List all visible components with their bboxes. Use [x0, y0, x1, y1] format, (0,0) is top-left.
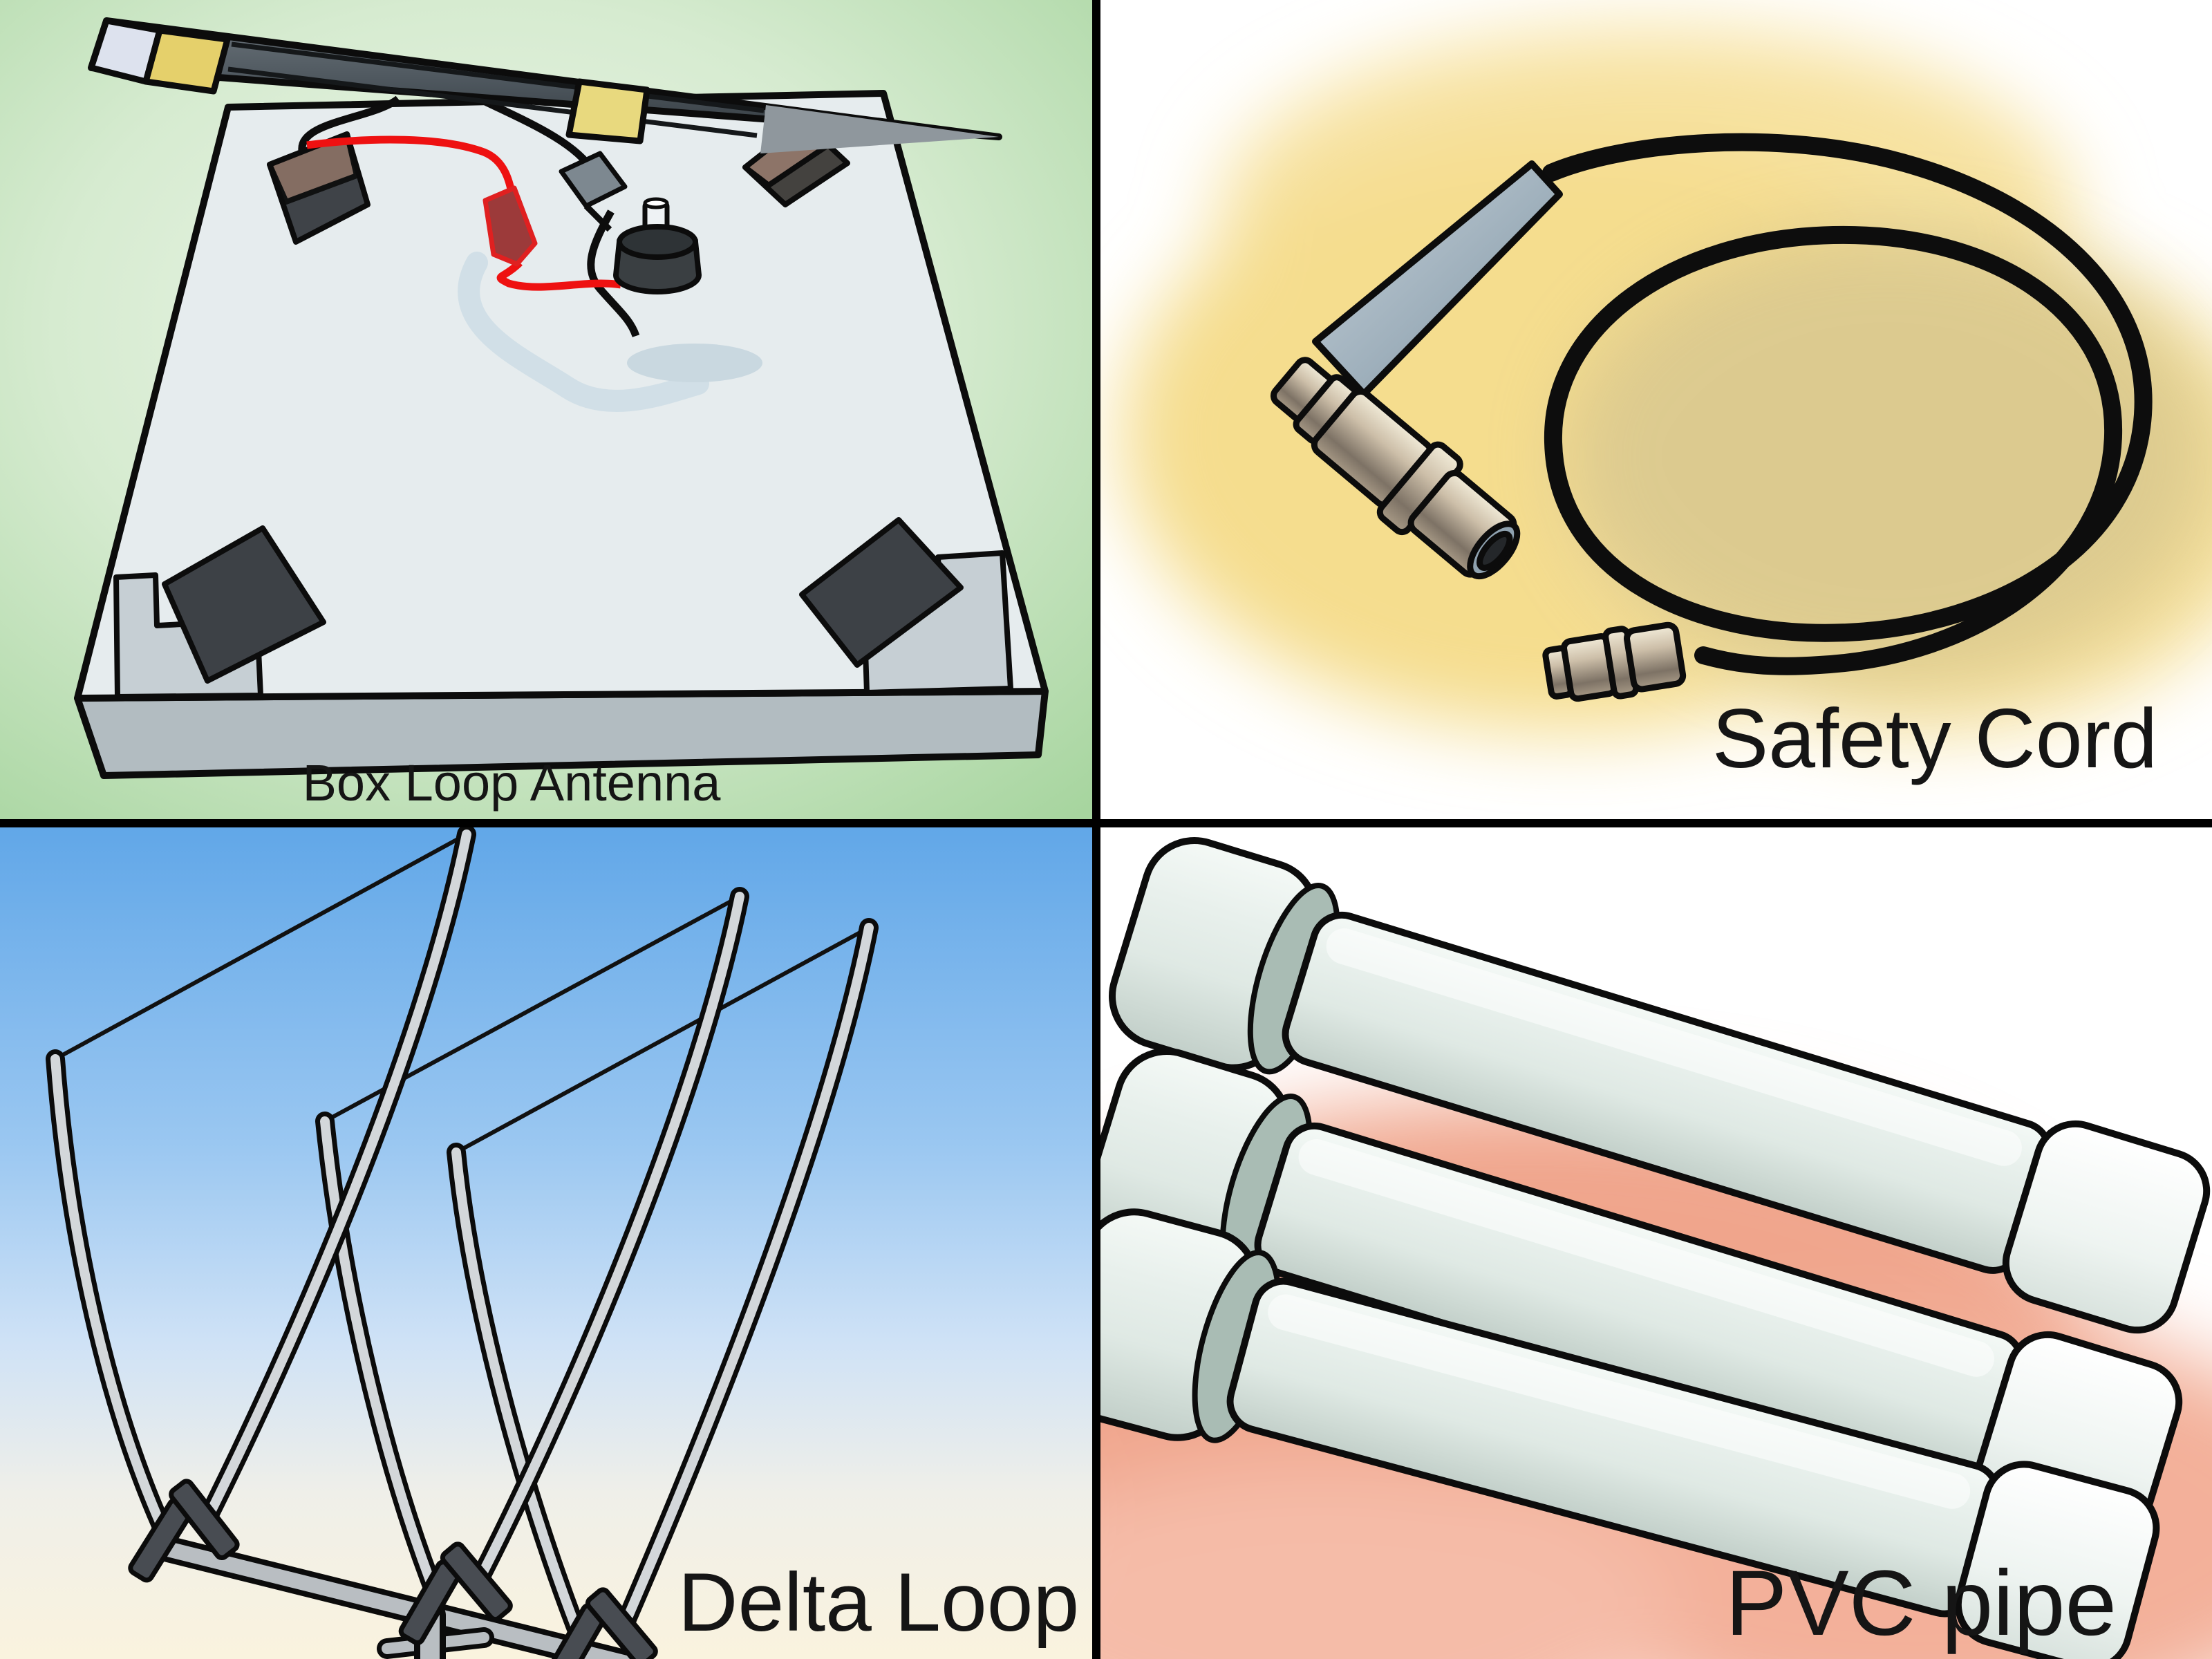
pvc-pipe-label: PVC pipe — [1725, 1552, 2117, 1655]
loop-elements — [46, 827, 879, 1649]
barrel-connector — [1270, 357, 1521, 580]
panel-pvc-pipe: PVC pipe — [1100, 827, 2212, 1659]
pencil-yellow-band-1 — [142, 27, 231, 95]
red-wire-lower — [496, 259, 621, 291]
alligator-clip-red — [482, 185, 538, 267]
cord-end-plug — [1542, 621, 1687, 702]
pipe-cap — [2002, 1120, 2211, 1334]
black-wire-to-bracket — [298, 95, 401, 151]
box-loop-antenna-label: Box Loop Antenna — [303, 754, 722, 812]
coiled-cord — [1542, 133, 2153, 675]
safety-cord-illustration: Safety Cord — [1100, 0, 2212, 819]
loop-element-back — [447, 918, 879, 1649]
alligator-clip-gray — [559, 151, 628, 232]
pencil — [88, 17, 1002, 153]
black-wire-to-knob — [587, 209, 640, 337]
red-wire — [306, 135, 517, 201]
safety-cord-label: Safety Cord — [1712, 691, 2157, 785]
bracket-bottom-left — [162, 525, 326, 684]
loop-element-front — [46, 827, 476, 1546]
delta-loop-illustration: Delta Loop — [0, 827, 1092, 1659]
bracket-bottom-right — [799, 517, 964, 668]
panel-box-loop-antenna: Box Loop Antenna — [0, 0, 1092, 819]
pencil-tip — [760, 105, 999, 153]
box-loop-antenna-illustration: Box Loop Antenna — [0, 0, 1092, 819]
panel-safety-cord: Safety Cord — [1100, 0, 2212, 819]
wire-shadow — [458, 252, 709, 412]
loop-element-middle — [315, 887, 749, 1604]
delta-loop-label: Delta Loop — [678, 1556, 1079, 1649]
pvc-pipe-top — [1108, 837, 2211, 1334]
rod-clamps — [128, 1479, 658, 1659]
pvc-pipe-bottom — [1100, 1208, 2160, 1659]
tuning-knob — [612, 197, 702, 294]
pencil-yellow-band-2 — [565, 78, 650, 144]
pvc-pipe-illustration: PVC pipe — [1100, 827, 2212, 1659]
panel-delta-loop: Delta Loop — [0, 827, 1092, 1659]
knob-shadow — [627, 344, 762, 382]
